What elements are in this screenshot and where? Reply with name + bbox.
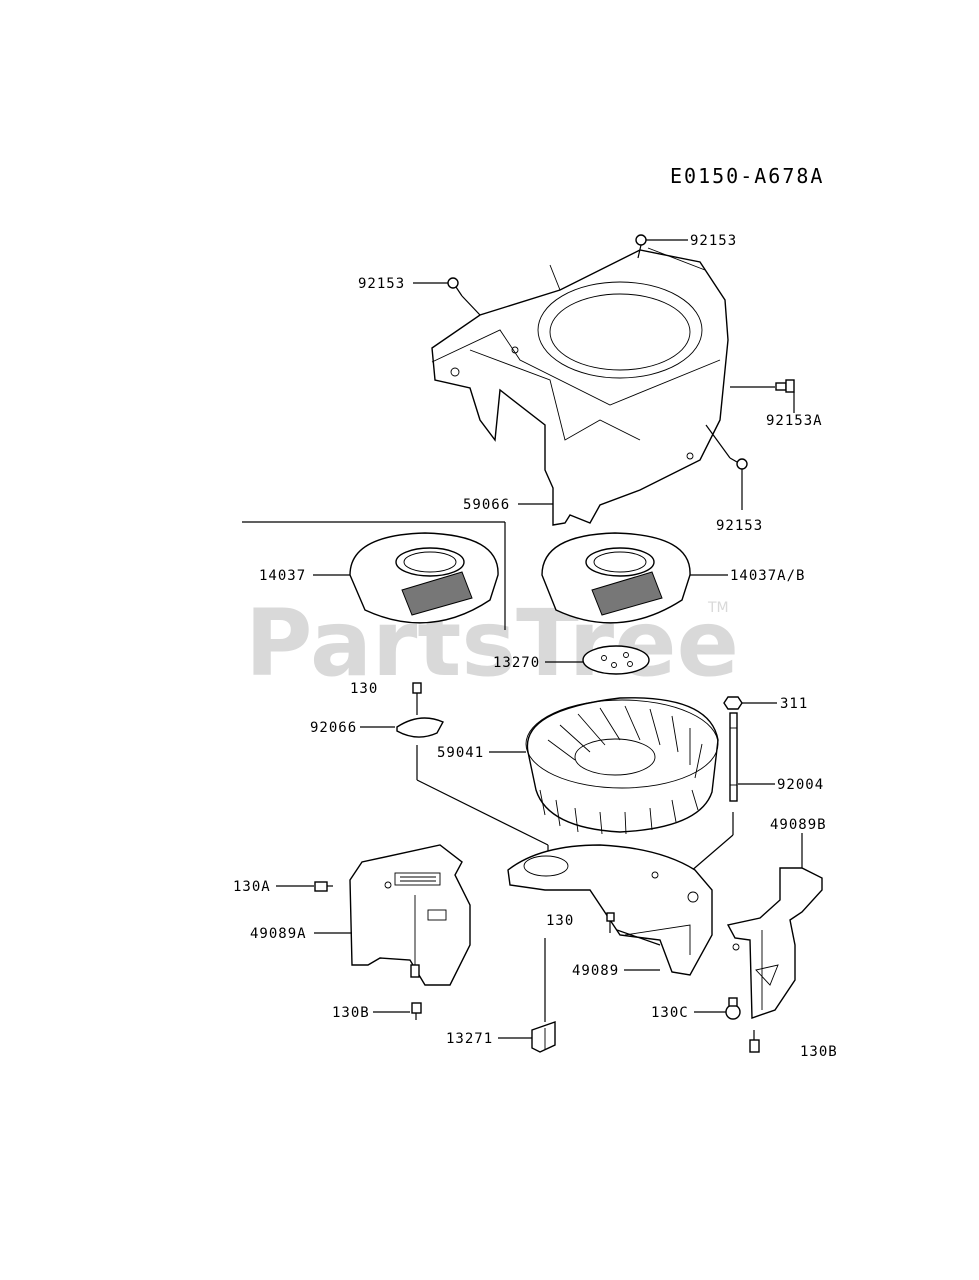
- label-49089B: 49089B: [770, 817, 827, 833]
- label-130-mid: 130: [546, 913, 574, 929]
- leader-92153-bottom-a: [705, 424, 731, 459]
- label-130-top: 130: [350, 681, 378, 697]
- bolt-130B-right: [749, 1030, 760, 1053]
- label-130A: 130A: [233, 879, 271, 895]
- bolt-130-mid: [606, 912, 615, 933]
- bolt-130C: [725, 997, 741, 1020]
- label-49089: 49089: [572, 963, 619, 979]
- label-92004: 92004: [777, 777, 824, 793]
- label-92153-bottom: 92153: [716, 518, 763, 534]
- label-14037: 14037: [259, 568, 306, 584]
- label-130C: 130C: [651, 1005, 689, 1021]
- blower-housing-shape: [431, 247, 729, 526]
- bolt-130B-left: [411, 1002, 422, 1020]
- plate-13270-shape: [582, 645, 650, 675]
- label-130B-right: 130B: [800, 1044, 838, 1060]
- bracket-13271-shape: [531, 1021, 556, 1053]
- watermark-trademark: TM: [707, 600, 729, 616]
- stud-92004: [729, 712, 738, 802]
- label-92066: 92066: [310, 720, 357, 736]
- nut-311: [723, 696, 743, 710]
- label-59066: 59066: [463, 497, 510, 513]
- plate-49089-shape: [507, 844, 713, 976]
- leader-130-diag: [416, 779, 549, 846]
- label-92153-top: 92153: [690, 233, 737, 249]
- screw-92153-bottom: [729, 457, 748, 470]
- fan-59041-shape: [525, 697, 719, 835]
- screw-92153-left: [447, 277, 463, 297]
- label-130B-left: 130B: [332, 1005, 370, 1021]
- label-59041: 59041: [437, 745, 484, 761]
- label-13271: 13271: [446, 1031, 493, 1047]
- leader-92153-left-b: [461, 295, 481, 316]
- label-49089A: 49089A: [250, 926, 307, 942]
- screen-14037-shape: [349, 532, 499, 624]
- label-92153-left: 92153: [358, 276, 405, 292]
- screen-14037AB-shape: [541, 532, 691, 624]
- bolt-130-top: [412, 682, 422, 715]
- washer-92066-shape: [396, 717, 444, 738]
- label-14037AB: 14037A/B: [730, 568, 805, 584]
- label-92153A: 92153A: [766, 413, 823, 429]
- leader-130-mid-diag: [616, 929, 661, 946]
- bolt-130A: [314, 881, 333, 892]
- screw-92153A: [775, 379, 795, 393]
- leader-stud-diag: [689, 834, 734, 873]
- diagram-code: E0150-A678A: [670, 164, 824, 188]
- cover-49089B-shape: [726, 867, 823, 1019]
- label-311: 311: [780, 696, 808, 712]
- cover-49089A-shape: [349, 844, 471, 986]
- label-13270: 13270: [493, 655, 540, 671]
